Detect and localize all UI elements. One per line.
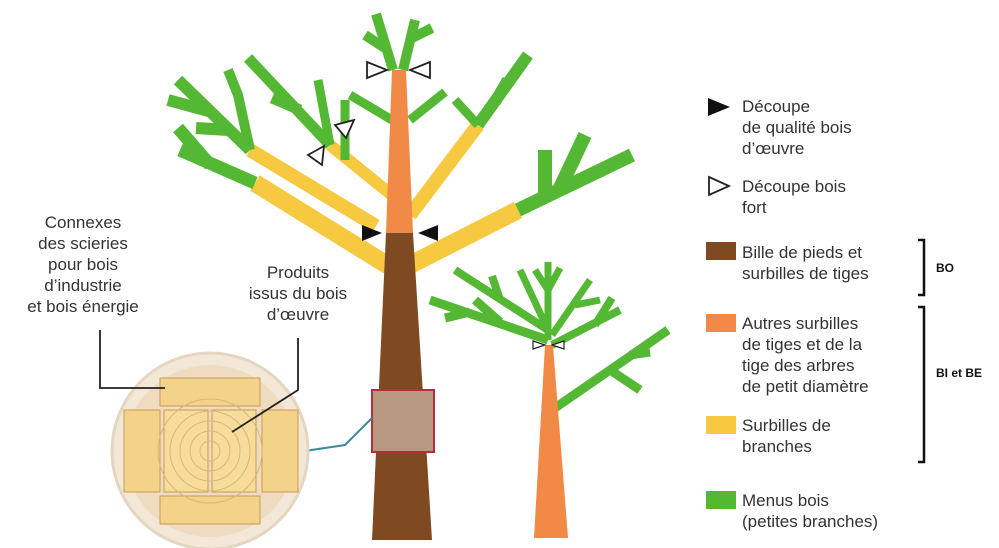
connexes-pointer-line (99, 330, 165, 389)
bracket-label-bo: BO (936, 261, 954, 275)
filled-triangle-icon (362, 225, 382, 241)
produits-label: Produits issus du bois d’œuvre (248, 263, 348, 324)
legend-decoupe-fort: Découpe bois fort (742, 177, 846, 217)
branch-surbille-right-lower (405, 201, 523, 274)
menus-bois-twigs (166, 12, 636, 217)
log-cross-section (110, 351, 310, 548)
open-triangle-icon (407, 60, 431, 80)
open-triangle-icon (366, 60, 390, 80)
bracket-label-bi-be: BI et BE (936, 366, 983, 380)
trunk-bille (372, 233, 432, 540)
open-triangle-icon (550, 340, 565, 350)
branch-surbille-left-lower (250, 175, 397, 276)
produits-pointer-line (231, 338, 299, 433)
trunk-upper-stem (386, 70, 413, 233)
branch-surbille-left-upper (246, 144, 380, 232)
filled-triangle-icon (418, 225, 438, 241)
log-planks (123, 377, 299, 525)
legend-graphics (706, 98, 926, 509)
legend-surbilles-branches: Surbilles de branches (742, 416, 831, 456)
big-tree-markers (306, 60, 438, 241)
open-triangle-icon (708, 175, 732, 197)
big-tree (166, 12, 636, 540)
legend-decoupe-qualite: Découpe de qualité bois d’œuvre (742, 97, 852, 158)
legend-swatch-menus-bois (706, 491, 736, 509)
legend-swatch-autres-surbilles (706, 314, 736, 332)
legend-autres-surbilles: Autres surbilles de tiges et de la tige … (742, 314, 869, 396)
open-triangle-icon (532, 340, 547, 350)
legend-swatch-bille (706, 242, 736, 260)
legend-swatch-surbilles-branches (706, 416, 736, 434)
legend-bille: Bille de pieds et surbilles de tiges (742, 243, 869, 283)
branch-surbille-right-upper (404, 120, 484, 220)
small-tree-trunk (534, 345, 568, 538)
magnifier-leader-line (297, 417, 373, 453)
bracket-bo (918, 238, 926, 297)
open-triangle-icon (333, 118, 356, 140)
connexes-label: Connexes des scieries pour bois d’indust… (27, 213, 139, 316)
log-growth-rings (157, 398, 263, 504)
filled-triangle-icon (708, 98, 730, 116)
branch-surbille-inner-left (326, 140, 397, 201)
bracket-bi-be (918, 305, 926, 464)
small-tree (428, 262, 671, 414)
magnifier-box (371, 389, 435, 453)
legend-menus-bois: Menus bois (petites branches) (742, 491, 879, 531)
open-triangle-icon (306, 144, 326, 167)
